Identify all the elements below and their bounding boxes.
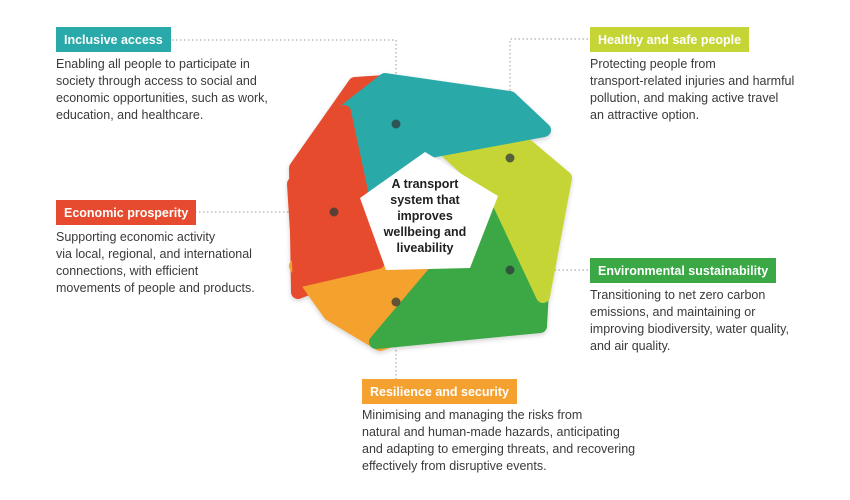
- label-resilience-security: Resilience and security: [362, 379, 517, 404]
- label-inclusive-access: Inclusive access: [56, 27, 171, 52]
- desc-inclusive-access: Enabling all people to participate in so…: [56, 56, 268, 124]
- dot-economic: [329, 207, 339, 217]
- center-line: system that: [390, 193, 460, 207]
- desc-line: emissions, and maintaining or: [590, 305, 756, 319]
- connector-dots: [329, 119, 515, 307]
- desc-line: pollution, and making active travel: [590, 91, 779, 105]
- desc-line: effectively from disruptive events.: [362, 459, 547, 473]
- center-title: A transport system that improves wellbei…: [370, 176, 480, 256]
- center-pentagon: [360, 152, 498, 270]
- desc-line: natural and human-made hazards, anticipa…: [362, 425, 620, 439]
- desc-line: improving biodiversity, water quality,: [590, 322, 789, 336]
- desc-healthy-safe-people: Protecting people from transport-related…: [590, 56, 794, 124]
- segment-economic-top: [287, 105, 385, 287]
- dot-resilience: [391, 297, 401, 307]
- dot-inclusive: [391, 119, 401, 129]
- label-environmental-sustainability: Environmental sustainability: [590, 258, 777, 283]
- desc-environmental-sustainability: Transitioning to net zero carbon emissio…: [590, 287, 789, 355]
- dot-environmental: [505, 265, 515, 275]
- center-line: liveability: [396, 241, 454, 255]
- dot-healthy: [505, 153, 515, 163]
- label-economic-prosperity: Economic prosperity: [56, 200, 197, 225]
- desc-line: and air quality.: [590, 339, 671, 353]
- desc-line: connections, with efficient: [56, 264, 199, 278]
- label-healthy-safe-people: Healthy and safe people: [590, 27, 750, 52]
- desc-line: education, and healthcare.: [56, 108, 204, 122]
- desc-line: Enabling all people to participate in: [56, 57, 250, 71]
- desc-resilience-security: Minimising and managing the risks from n…: [362, 407, 635, 475]
- desc-line: via local, regional, and international: [56, 247, 252, 261]
- desc-line: an attractive option.: [590, 108, 700, 122]
- center-line: improves: [397, 209, 453, 223]
- center-line: wellbeing and: [383, 225, 467, 239]
- desc-line: Minimising and managing the risks from: [362, 408, 583, 422]
- desc-economic-prosperity: Supporting economic activity via local, …: [56, 229, 255, 297]
- desc-line: Protecting people from: [590, 57, 716, 71]
- desc-line: and adapting to emerging threats, and re…: [362, 442, 636, 456]
- desc-line: Transitioning to net zero carbon: [590, 288, 766, 302]
- desc-line: society through access to social and: [56, 74, 257, 88]
- desc-line: economic opportunities, such as work,: [56, 91, 268, 105]
- desc-line: movements of people and products.: [56, 281, 255, 295]
- center-line: A transport: [391, 177, 459, 191]
- desc-line: Supporting economic activity: [56, 230, 216, 244]
- desc-line: transport-related injuries and harmful: [590, 74, 795, 88]
